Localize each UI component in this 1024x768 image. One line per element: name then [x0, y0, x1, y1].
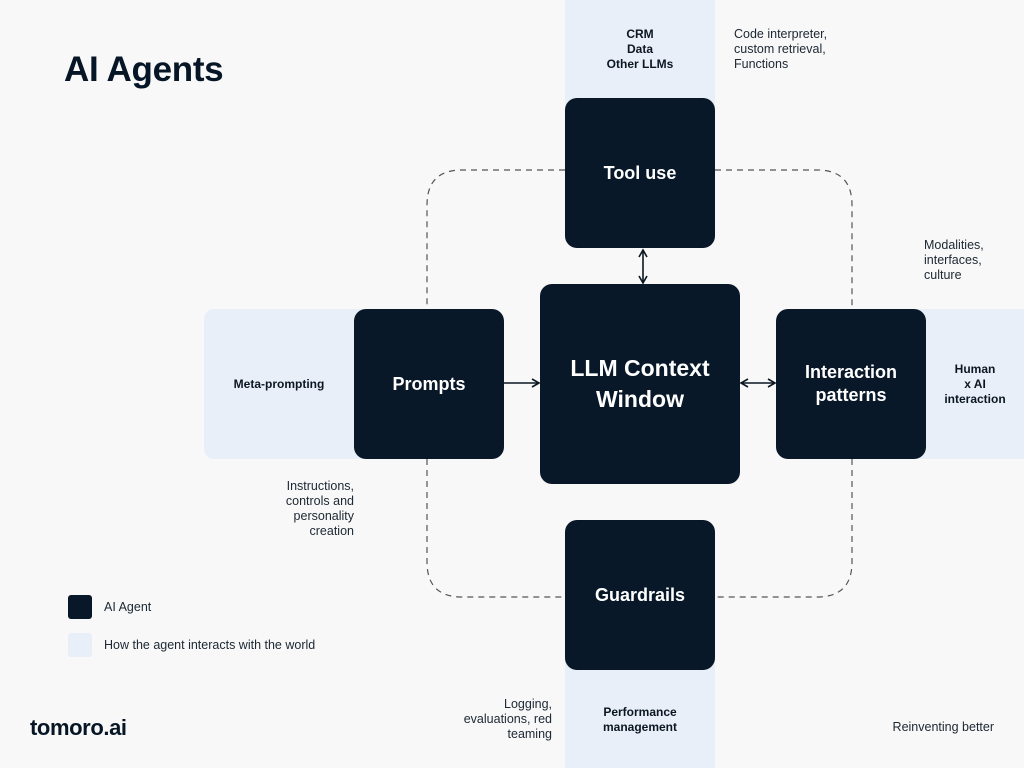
modalities-note: Modalities, interfaces, culture	[924, 238, 984, 283]
tool-note-line3: Functions	[734, 57, 789, 71]
dashed-loop-bottom-right	[715, 459, 853, 598]
tools-other-llms: Other LLMs	[606, 57, 674, 71]
guardrails-node: Guardrails	[565, 520, 715, 670]
interaction-label-line2: patterns	[815, 385, 887, 405]
logging-line1: Logging,	[504, 697, 552, 711]
tagline: Reinventing better	[892, 720, 994, 734]
instructions-line3: personality	[293, 509, 354, 523]
modalities-line2: interfaces,	[924, 253, 982, 267]
tools-data: Data	[626, 42, 653, 56]
prompts-node: Prompts	[354, 309, 504, 459]
dashed-loop-top-left	[426, 169, 565, 309]
performance-management-label: Performance management	[565, 705, 715, 735]
instructions-line2: controls and	[285, 494, 354, 508]
logging-note: Logging, evaluations, red teaming	[432, 697, 552, 742]
performance-line1: Performance	[603, 705, 677, 719]
meta-prompting-label: Meta-prompting	[233, 377, 325, 391]
logging-line3: teaming	[507, 727, 552, 741]
instructions-line1: Instructions,	[286, 479, 354, 493]
modalities-line1: Modalities,	[924, 238, 984, 252]
page-title: AI Agents	[64, 50, 224, 89]
context-label-line2: Window	[596, 386, 684, 412]
logging-line2: evaluations, red	[463, 712, 552, 726]
human-ai-line3: interaction	[944, 392, 1006, 406]
legend-agent-swatch	[68, 595, 92, 619]
performance-line2: management	[602, 720, 678, 734]
dashed-loop-top-right	[715, 169, 853, 309]
prompts-label: Prompts	[392, 373, 466, 394]
modalities-line3: culture	[924, 268, 962, 282]
interaction-label-line1: Interaction	[804, 362, 897, 382]
tool-use-label: Tool use	[603, 162, 677, 183]
tool-note-line1: Code interpreter,	[734, 27, 828, 41]
context-label-line1: LLM Context	[570, 355, 710, 381]
legend-world-swatch	[68, 633, 92, 657]
legend-agent-label: AI Agent	[104, 600, 152, 614]
llm-context-window-node: LLM Context Window	[540, 284, 740, 484]
tomoro-logo: tomoro.ai	[30, 715, 127, 740]
tools-crm: CRM	[626, 27, 654, 41]
interaction-patterns-node: Interaction patterns	[776, 309, 926, 459]
tool-use-node: Tool use	[565, 98, 715, 248]
human-ai-line1: Human	[954, 362, 996, 376]
human-ai-label: Human x AI interaction	[930, 362, 1020, 407]
instructions-line4: creation	[309, 524, 354, 538]
tool-note-line2: custom retrieval,	[734, 42, 826, 56]
tools-world-label: CRM Data Other LLMs	[565, 27, 715, 72]
human-ai-line2: x AI	[964, 377, 986, 391]
guardrails-label: Guardrails	[594, 584, 686, 605]
legend-world-label: How the agent interacts with the world	[104, 638, 316, 652]
instructions-note: Instructions, controls and personality c…	[234, 479, 354, 539]
tool-use-note: Code interpreter, custom retrieval, Func…	[734, 27, 827, 72]
dashed-loop-bottom-left	[426, 459, 565, 598]
